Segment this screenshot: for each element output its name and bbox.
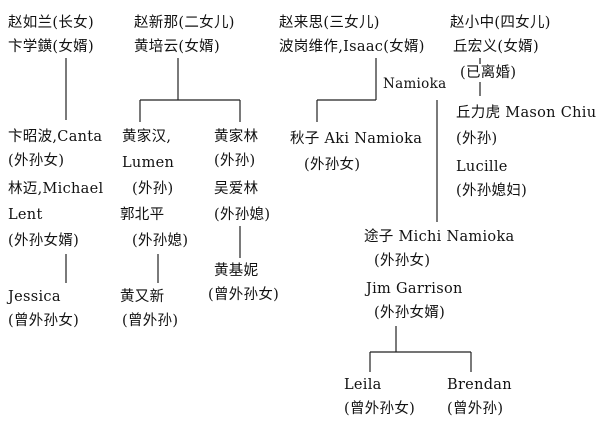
lucille-name: Lucille — [456, 159, 508, 175]
michi-name: 途子 Michi Namioka — [364, 229, 515, 245]
leila-role: (曾外孙女) — [344, 401, 416, 417]
jialin-name: 黄家林 — [214, 129, 259, 145]
youxin-name: 黄又新 — [120, 289, 165, 305]
jessica-role: (曾外孙女) — [8, 313, 80, 329]
jini-role: (曾外孙女) — [208, 287, 280, 303]
jiahan-name: 黄家汉, — [122, 129, 172, 145]
laisi-name: 赵来思(三女儿) — [279, 15, 380, 31]
brendan-name: Brendan — [447, 377, 512, 393]
canta-role: (外孙女) — [8, 153, 65, 169]
ruolan-spouse: 卞学鐄(女婿) — [8, 39, 94, 55]
ailin-name: 吴爱林 — [214, 181, 259, 197]
mason-role: (外孙) — [456, 131, 498, 147]
youxin-role: (曾外孙) — [122, 313, 179, 329]
jim-name: Jim Garrison — [366, 281, 463, 297]
xinna-name: 赵新那(二女儿) — [134, 15, 235, 31]
jialin-role: (外孙) — [214, 153, 256, 169]
mason-name: 丘力虎 Mason Chiu — [456, 105, 597, 121]
ruolan-name: 赵如兰(长女) — [8, 15, 94, 31]
jiahan-name-cont: Lumen — [122, 155, 175, 171]
aki-role: (外孙女) — [304, 157, 361, 173]
beiping-name: 郭北平 — [120, 207, 165, 223]
laisi-spouse-cont: Namioka — [383, 76, 447, 92]
michi-role: (外孙女) — [374, 253, 431, 269]
jini-name: 黄基妮 — [214, 263, 259, 279]
michael-name-cont: Lent — [8, 207, 43, 223]
jiahan-role: (外孙) — [132, 181, 174, 197]
aki-name: 秋子 Aki Namioka — [290, 131, 423, 147]
leila-name: Leila — [344, 377, 382, 393]
canta-name: 卞昭波,Canta — [8, 129, 103, 145]
xiaozhong-name: 赵小中(四女儿) — [450, 15, 551, 31]
michael-role: (外孙女婿) — [8, 233, 80, 249]
jessica-name: Jessica — [8, 289, 61, 305]
lucille-role: (外孙媳妇) — [456, 183, 528, 199]
xiaozhong-divorced-status: (已离婚) — [460, 65, 517, 81]
xinna-spouse: 黄培云(女婿) — [134, 39, 220, 55]
jim-role: (外孙女婿) — [374, 305, 446, 321]
laisi-spouse: 波岗维作,Isaac(女婿) — [279, 39, 425, 55]
beiping-role: (外孙媳) — [132, 233, 189, 249]
brendan-role: (曾外孙) — [447, 401, 504, 417]
ailin-role: (外孙媳) — [214, 207, 271, 223]
xiaozhong-spouse: 丘宏义(女婿) — [453, 39, 539, 55]
michael-name: 林迈,Michael — [8, 181, 104, 197]
